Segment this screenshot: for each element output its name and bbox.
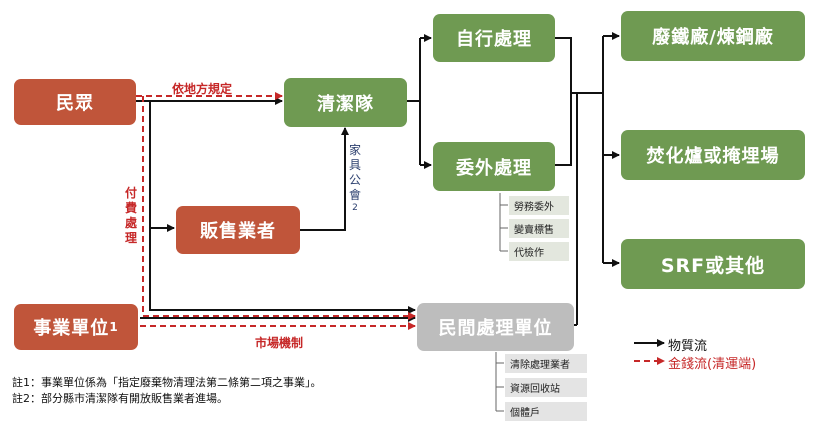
node-srf: SRF或其他 — [621, 239, 805, 289]
sub-item-label: 個體戶 — [510, 408, 540, 419]
sub-item-outsource: 變賣標售 — [509, 219, 569, 238]
node-vendor: 販售業者 — [176, 206, 300, 254]
node-outsource-label: 委外處理 — [456, 157, 532, 179]
note-2: 註2：部分縣市清潔隊有開放販售業者進場。 — [12, 392, 228, 405]
node-public: 民眾 — [14, 79, 136, 125]
node-scrap: 廢鐵廠/煉鋼廠 — [621, 11, 805, 61]
node-private-unit-label: 民間處理單位 — [438, 318, 553, 339]
legend-money: 金錢流(清運端) — [668, 357, 757, 372]
node-incinerator-label: 焚化爐或掩埋場 — [646, 146, 780, 167]
sub-item-outsource: 勞務委外 — [509, 196, 569, 215]
node-business-sup: 1 — [109, 320, 119, 334]
sub-item-private: 清除處理業者 — [505, 354, 587, 373]
label-furniture: 家具公會 2 — [348, 143, 362, 213]
sub-item-outsource: 代檢作 — [509, 242, 569, 261]
label-market: 市場機制 — [255, 336, 304, 350]
node-cleaning-team-label: 清潔隊 — [317, 93, 374, 115]
sub-item-private: 資源回收站 — [505, 378, 587, 397]
legend-material: 物質流 — [668, 339, 708, 354]
sub-item-label: 變賣標售 — [514, 225, 554, 236]
sub-item-label: 清除處理業者 — [510, 360, 570, 371]
sub-item-label: 資源回收站 — [510, 384, 560, 395]
node-incinerator: 焚化爐或掩埋場 — [621, 130, 805, 180]
node-outsource: 委外處理 — [433, 142, 555, 191]
label-furniture-sup: 2 — [352, 203, 358, 213]
sub-item-label: 代檢作 — [514, 248, 544, 259]
node-private-unit: 民間處理單位 — [417, 303, 574, 351]
sub-item-private: 個體戶 — [505, 402, 587, 421]
node-self-process: 自行處理 — [433, 14, 555, 62]
node-business-label: 事業單位 — [33, 318, 110, 339]
note-1: 註1：事業單位係為「指定廢棄物清理法第二條第二項之事業」。 — [12, 376, 322, 389]
node-public-label: 民眾 — [56, 93, 94, 114]
node-scrap-label: 廢鐵廠/煉鋼廠 — [652, 27, 774, 48]
node-vendor-label: 販售業者 — [200, 221, 276, 242]
node-srf-label: SRF或其他 — [660, 254, 766, 277]
node-self-process-label: 自行處理 — [456, 29, 532, 50]
label-local-rule: 依地方規定 — [172, 82, 233, 96]
sub-item-label: 勞務委外 — [514, 202, 554, 213]
label-pay: 付費處理 — [124, 186, 137, 245]
node-cleaning-team: 清潔隊 — [284, 78, 407, 127]
label-furniture-text: 家具公會 — [348, 143, 361, 202]
